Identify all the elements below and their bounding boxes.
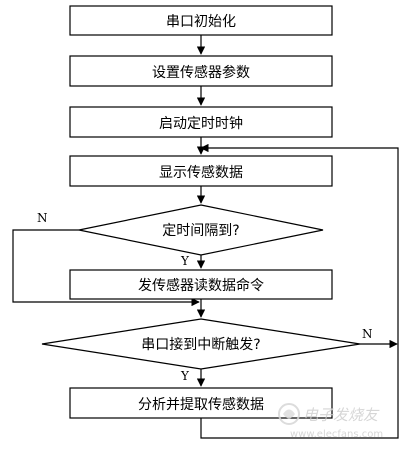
svg-text:启动定时时钟: 启动定时时钟	[159, 115, 243, 132]
svg-text:发传感器读数据命令: 发传感器读数据命令	[138, 277, 264, 294]
step-start-timer: 启动定时时钟	[69, 106, 333, 138]
d1-no-path	[12, 229, 200, 307]
step-send-read-command: 发传感器读数据命令	[69, 269, 333, 300]
watermark-logo: 电子发烧友 www.elecfans.com	[278, 403, 383, 440]
svg-text:定时间隔到?: 定时间隔到?	[162, 223, 239, 239]
decision-interval-reached: 定时间隔到?	[78, 204, 324, 256]
loop-back-path	[200, 143, 399, 439]
step-serial-init: 串口初始化	[69, 5, 333, 36]
decision-serial-interrupt: 串口接到中断触发?	[41, 318, 361, 370]
svg-text:串口接到中断触发?: 串口接到中断触发?	[141, 336, 260, 353]
svg-text:电子发烧友: 电子发烧友	[303, 406, 380, 424]
step-set-sensor-params: 设置传感器参数	[69, 55, 333, 87]
svg-text:分析并提取传感数据: 分析并提取传感数据	[138, 396, 264, 413]
svg-text:www.elecfans.com: www.elecfans.com	[290, 429, 383, 440]
step-display-sensor-data: 显示传感数据	[69, 155, 333, 187]
d1-no-label: N	[37, 211, 48, 225]
svg-text:串口初始化: 串口初始化	[166, 13, 236, 30]
svg-text:显示传感数据: 显示传感数据	[159, 164, 243, 181]
d2-no-label: N	[362, 327, 373, 341]
d2-yes-label: Y	[180, 369, 190, 383]
svg-text:设置传感器参数: 设置传感器参数	[152, 64, 250, 81]
d1-yes-label: Y	[180, 254, 190, 268]
